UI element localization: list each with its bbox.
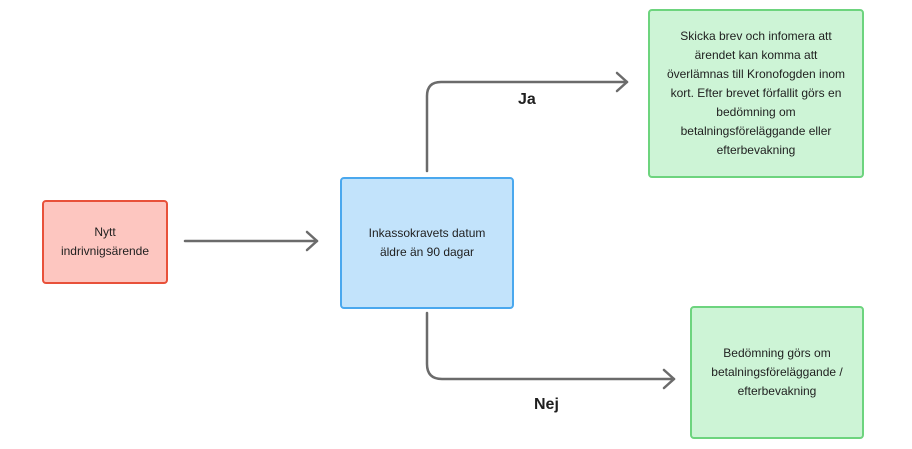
start-node-text: Nytt indrivnigsärende (60, 225, 150, 258)
start-node: Nytt indrivnigsärende (42, 200, 168, 284)
decision-node: Inkassokravets datum äldre än 90 dagar (340, 177, 514, 309)
decision-node-text: Inkassokravets datum äldre än 90 dagar (368, 226, 486, 259)
edge-label-yes: Ja (518, 91, 536, 108)
arrowhead-decision-to-yes (615, 71, 629, 93)
no-outcome-node: Bedömning görs om betalningsföreläggande… (690, 306, 864, 439)
edge-label-no: Nej (534, 396, 559, 413)
arrowhead-start-to-decision (305, 230, 319, 252)
yes-outcome-node: Skicka brev och infomera att ärendet kan… (648, 9, 864, 178)
connector-decision-to-yes (425, 80, 629, 173)
yes-outcome-text: Skicka brev och infomera att ärendet kan… (666, 29, 846, 157)
arrowhead-decision-to-no (662, 368, 676, 390)
connector-decision-to-no (425, 311, 676, 381)
no-outcome-text: Bedömning görs om betalningsföreläggande… (711, 346, 843, 398)
